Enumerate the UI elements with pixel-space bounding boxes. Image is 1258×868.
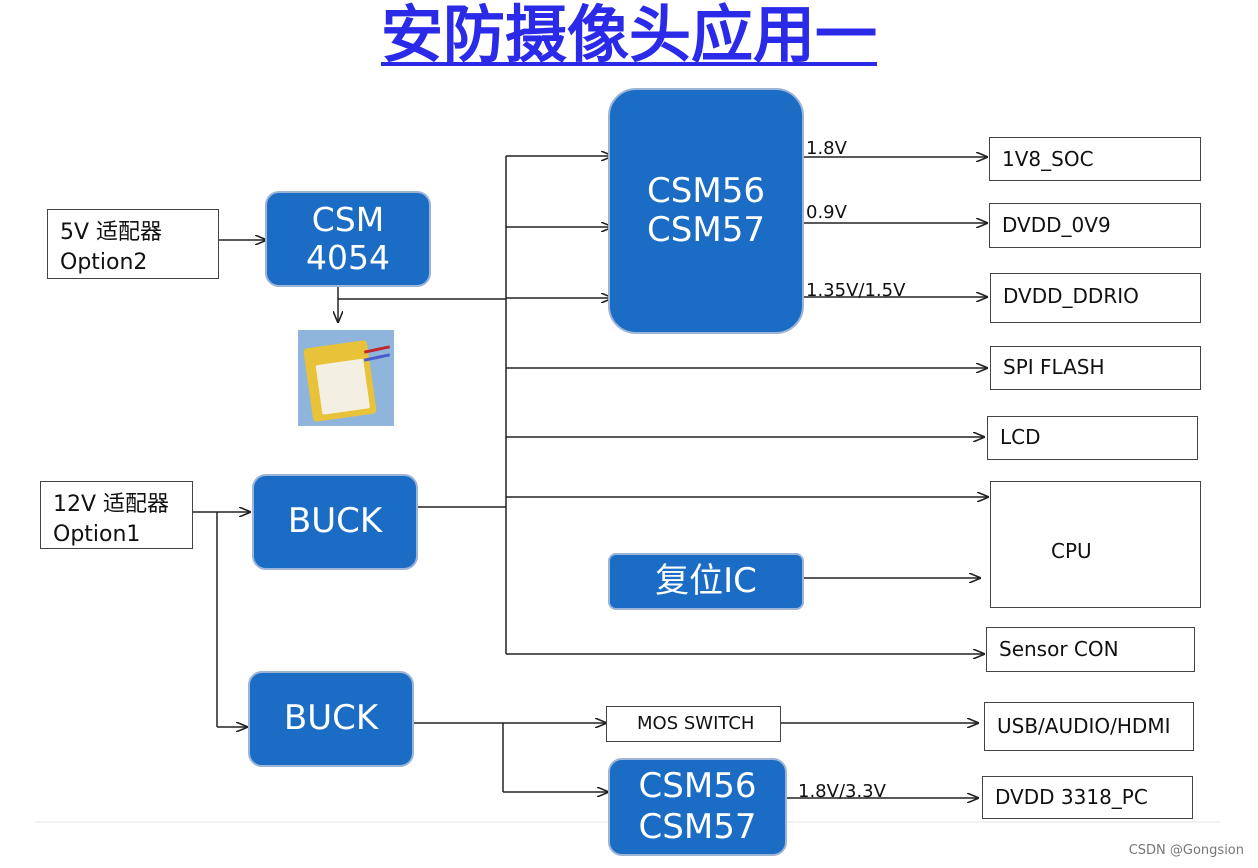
battery-image: [298, 330, 394, 426]
load-lcd-label: LCD: [1000, 425, 1041, 449]
load-dvdd-ddrio-label: DVDD_DDRIO: [1003, 284, 1139, 308]
load-dvdd-ddrio: DVDD_DDRIO: [990, 273, 1201, 323]
adapter-5v-option: Option2: [60, 250, 148, 275]
pmic-chip-top: CSM56 CSM57: [608, 88, 804, 334]
reset-ic-chip: 复位IC: [608, 553, 804, 610]
adapter-5v-box: 5V 适配器 Option2: [47, 209, 219, 279]
buck-top-label: BUCK: [287, 501, 383, 542]
voltage-label-ddr: 1.35V/1.5V: [806, 280, 906, 301]
adapter-12v-box: 12V 适配器 Option1: [40, 481, 193, 549]
load-cpu-label: CPU: [1051, 539, 1092, 563]
charger-chip-line1: CSM: [311, 200, 385, 240]
load-usb-audio-hdmi-label: USB/AUDIO/HDMI: [997, 714, 1171, 738]
load-1v8-soc-label: 1V8_SOC: [1002, 147, 1094, 171]
pmic-top-line2: CSM57: [647, 210, 765, 250]
pmic-bottom-line2: CSM57: [638, 807, 757, 847]
load-1v8-soc: 1V8_SOC: [989, 137, 1201, 181]
charger-chip-line2: 4054: [306, 238, 390, 277]
load-sensor-con-label: Sensor CON: [999, 637, 1119, 661]
mos-switch-box: MOS SWITCH: [606, 706, 781, 742]
adapter-12v-option: Option1: [53, 522, 141, 547]
buck-chip-top: BUCK: [252, 474, 418, 570]
voltage-label-1v8: 1.8V: [806, 138, 847, 159]
mos-switch-label: MOS SWITCH: [637, 713, 755, 734]
load-lcd: LCD: [987, 416, 1198, 460]
load-usb-audio-hdmi: USB/AUDIO/HDMI: [984, 702, 1194, 751]
watermark: CSDN @Gongsion: [1128, 843, 1244, 858]
charger-chip: CSM 4054: [265, 191, 431, 287]
adapter-5v-name: 5V 适配器: [60, 220, 163, 245]
pmic-bottom-line1: CSM56: [638, 766, 757, 807]
voltage-label-0v9: 0.9V: [806, 202, 847, 223]
load-sensor-con: Sensor CON: [986, 627, 1195, 672]
reset-ic-label: 复位IC: [655, 560, 757, 601]
load-dvdd-0v9-label: DVDD_0V9: [1002, 213, 1111, 237]
pmic-top-line1: CSM56: [647, 170, 765, 211]
pmic-chip-bottom: CSM56 CSM57: [608, 758, 787, 856]
page-title: 安防摄像头应用一: [380, 0, 877, 71]
load-cpu: CPU: [990, 481, 1201, 608]
buck-bottom-label: BUCK: [283, 698, 379, 739]
adapter-12v-name: 12V 适配器: [53, 492, 170, 517]
load-dvdd-pc: DVDD 3318_PC: [982, 776, 1193, 819]
load-dvdd-pc-label: DVDD 3318_PC: [995, 785, 1148, 809]
load-spi-flash: SPI FLASH: [990, 346, 1201, 390]
load-spi-flash-label: SPI FLASH: [1003, 355, 1105, 379]
voltage-label-pc: 1.8V/3.3V: [798, 781, 886, 802]
buck-chip-bottom: BUCK: [248, 671, 414, 767]
load-dvdd-0v9: DVDD_0V9: [989, 203, 1201, 248]
